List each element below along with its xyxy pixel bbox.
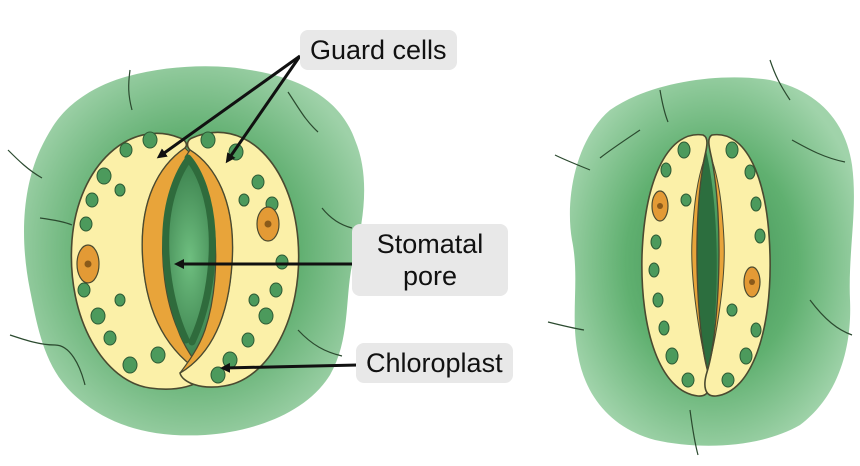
open-stoma: [7, 66, 365, 436]
label-stomatal-pore: Stomatal pore: [352, 224, 508, 296]
guard-cells-text: Guard cells: [310, 35, 447, 65]
label-guard-cells: Guard cells: [300, 30, 457, 70]
nuclei-open: [76, 206, 280, 284]
cell-boundaries-right: [547, 59, 853, 456]
stomatal-pore-text-line2: pore: [402, 261, 458, 291]
stomatal-pore-closed: [697, 150, 717, 380]
arrow-chloroplast: [220, 362, 359, 373]
chloroplast-text: Chloroplast: [366, 348, 503, 378]
closed-stoma: [547, 59, 854, 456]
arrow-guard-cells-right: [225, 55, 302, 164]
chloroplasts-closed: [648, 141, 766, 388]
label-chloroplast: Chloroplast: [356, 343, 513, 383]
chloroplasts-left-open: [77, 131, 166, 374]
arrow-guard-cells-left: [156, 54, 301, 159]
cell-boundaries-left: [7, 69, 353, 386]
nuclei-closed: [651, 190, 761, 298]
label-arrows: [156, 54, 359, 373]
stomatal-pore-text-line1: Stomatal: [376, 229, 484, 259]
